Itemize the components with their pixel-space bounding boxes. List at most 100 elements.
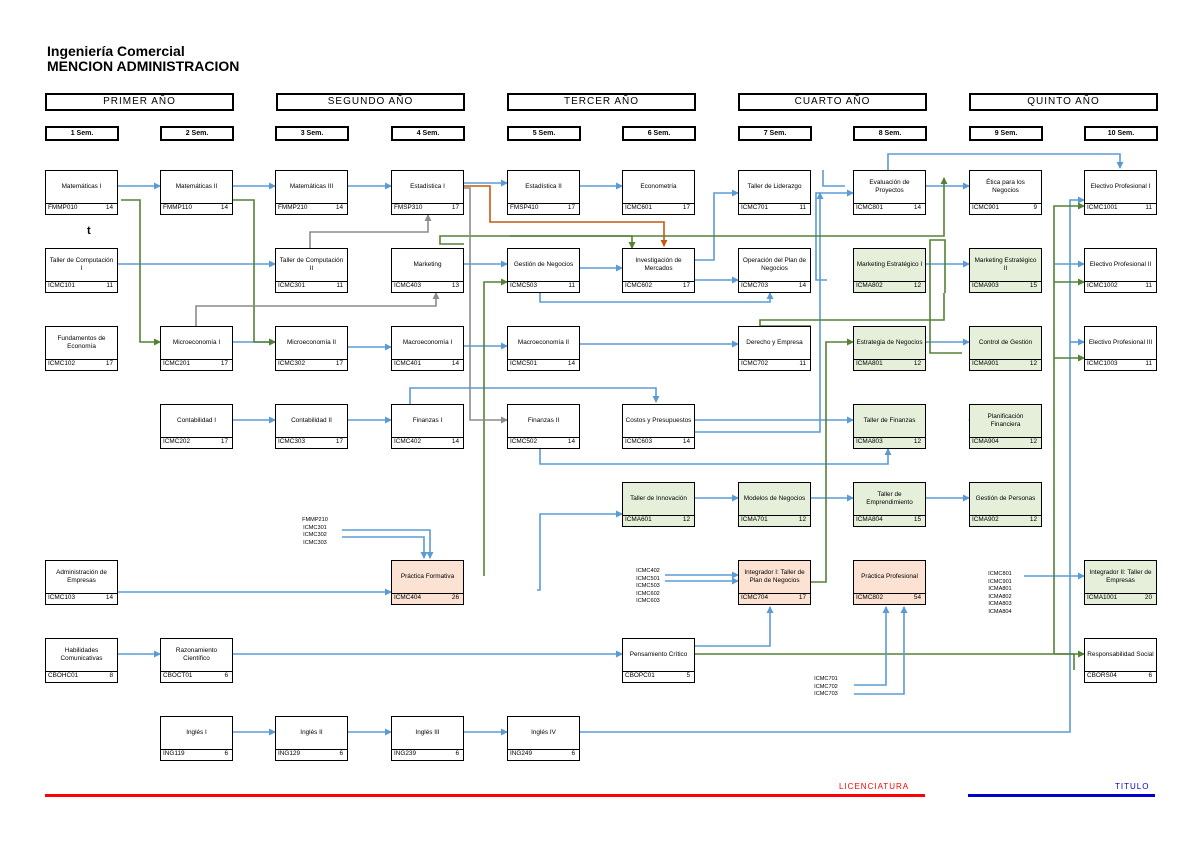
- semester-header-4: 4 Sem.: [391, 126, 465, 141]
- course-divider: [739, 515, 810, 516]
- course-credits: 12: [1029, 360, 1037, 367]
- course-code: ICMC303: [278, 438, 305, 445]
- course-credits: 6: [571, 750, 575, 757]
- course-divider: [854, 593, 925, 594]
- course-code: ICMC703: [741, 282, 768, 289]
- program-subtitle: MENCION ADMINISTRACION: [47, 58, 240, 74]
- course-name: Investigación de Mercados: [635, 256, 682, 272]
- prereq-code: ICMC801: [988, 571, 1012, 577]
- prerequisite-arrow: [195, 292, 440, 326]
- course-box: Integrador I: Taller de Plan de Negocios…: [738, 560, 811, 605]
- prereq-code: ICMC301: [303, 524, 327, 531]
- course-code: ICMA701: [741, 516, 768, 523]
- course-divider: [46, 671, 117, 672]
- prerequisite-arrow: [309, 214, 432, 248]
- course-credits: 54: [913, 594, 921, 601]
- prereq-code: ICMA801: [988, 586, 1012, 593]
- course-credits: 14: [335, 204, 343, 211]
- course-name: Taller de Computación I: [49, 256, 114, 272]
- course-credits: 14: [105, 204, 113, 211]
- course-name: Microeconomía I: [172, 338, 221, 346]
- course-divider: [392, 593, 463, 594]
- prerequisite-arrow: [1054, 653, 1075, 670]
- semester-header-7: 7 Sem.: [738, 126, 812, 141]
- semester-header-8: 8 Sem.: [853, 126, 927, 141]
- course-name: Ética para los Negocios: [986, 178, 1025, 194]
- course-divider: [276, 281, 347, 282]
- prerequisite-arrow: [342, 536, 428, 559]
- legend-licenciatura-bar: [45, 794, 925, 797]
- course-divider: [623, 515, 694, 516]
- prerequisite-arrow: [822, 170, 845, 187]
- course-name: Evaluación de Proyectos: [869, 178, 910, 194]
- course-divider: [392, 749, 463, 750]
- prereq-code: ICMC402: [636, 568, 660, 574]
- course-code: CBORS04: [1087, 672, 1117, 679]
- course-divider: [1085, 593, 1156, 594]
- course-credits: 13: [451, 282, 459, 289]
- course-credits: 6: [455, 750, 459, 757]
- prereq-code: ICMC901: [988, 578, 1012, 585]
- course-code: ICMC602: [625, 282, 652, 289]
- course-code: ICMC201: [163, 360, 190, 367]
- course-code: ING239: [394, 750, 417, 757]
- course-name: Microeconomía II: [286, 338, 336, 346]
- course-credits: 17: [105, 360, 113, 367]
- prerequisite-arrow: [510, 177, 948, 237]
- course-code: ICMC702: [741, 360, 768, 367]
- prerequisite-arrow: [537, 510, 623, 591]
- prereq-code: ICMA802: [988, 593, 1012, 600]
- prereq-code: ICMC703: [814, 691, 838, 698]
- course-credits: 26: [451, 594, 459, 601]
- course-code: ICMC601: [625, 204, 652, 211]
- course-credits: 11: [1145, 204, 1152, 211]
- course-divider: [392, 359, 463, 360]
- course-divider: [1085, 671, 1156, 672]
- prerequisite-arrow: [539, 292, 774, 303]
- course-credits: 5: [686, 672, 690, 679]
- course-divider: [970, 203, 1041, 204]
- course-name: Taller de Emprendimiento: [866, 490, 913, 506]
- course-credits: 6: [224, 672, 228, 679]
- course-divider: [508, 437, 579, 438]
- course-code: FMSP310: [394, 204, 423, 211]
- course-name: Macroeconomía I: [402, 338, 453, 346]
- prereq-code: FMMP210: [302, 517, 328, 523]
- prerequisite-arrow: [687, 189, 739, 261]
- course-credits: 8: [109, 672, 113, 679]
- course-code: ICMC401: [394, 360, 421, 367]
- course-credits: 12: [1029, 438, 1037, 445]
- course-divider: [276, 437, 347, 438]
- prerequisite-arrow: [233, 199, 276, 346]
- course-credits: 12: [798, 516, 806, 523]
- course-credits: 6: [1148, 672, 1152, 679]
- course-divider: [623, 671, 694, 672]
- course-divider: [161, 359, 232, 360]
- course-divider: [739, 359, 810, 360]
- course-divider: [46, 593, 117, 594]
- course-name: Integrador I: Taller de Plan de Negocios: [744, 568, 805, 584]
- course-name: Marketing Estratégico II: [974, 256, 1037, 272]
- course-divider: [1085, 281, 1156, 282]
- course-name: Macroeconomía II: [517, 338, 570, 346]
- semester-header-5: 5 Sem.: [507, 126, 581, 141]
- course-credits: 14: [451, 360, 459, 367]
- course-name: Gestión de Negocios: [513, 260, 574, 268]
- prereq-code: ICMC302: [303, 532, 327, 539]
- course-divider: [854, 203, 925, 204]
- course-credits: 14: [682, 438, 690, 445]
- course-code: ICMC901: [972, 204, 999, 211]
- course-divider: [739, 281, 810, 282]
- course-name: Inglés IV: [531, 728, 556, 736]
- course-credits: 11: [1145, 360, 1152, 367]
